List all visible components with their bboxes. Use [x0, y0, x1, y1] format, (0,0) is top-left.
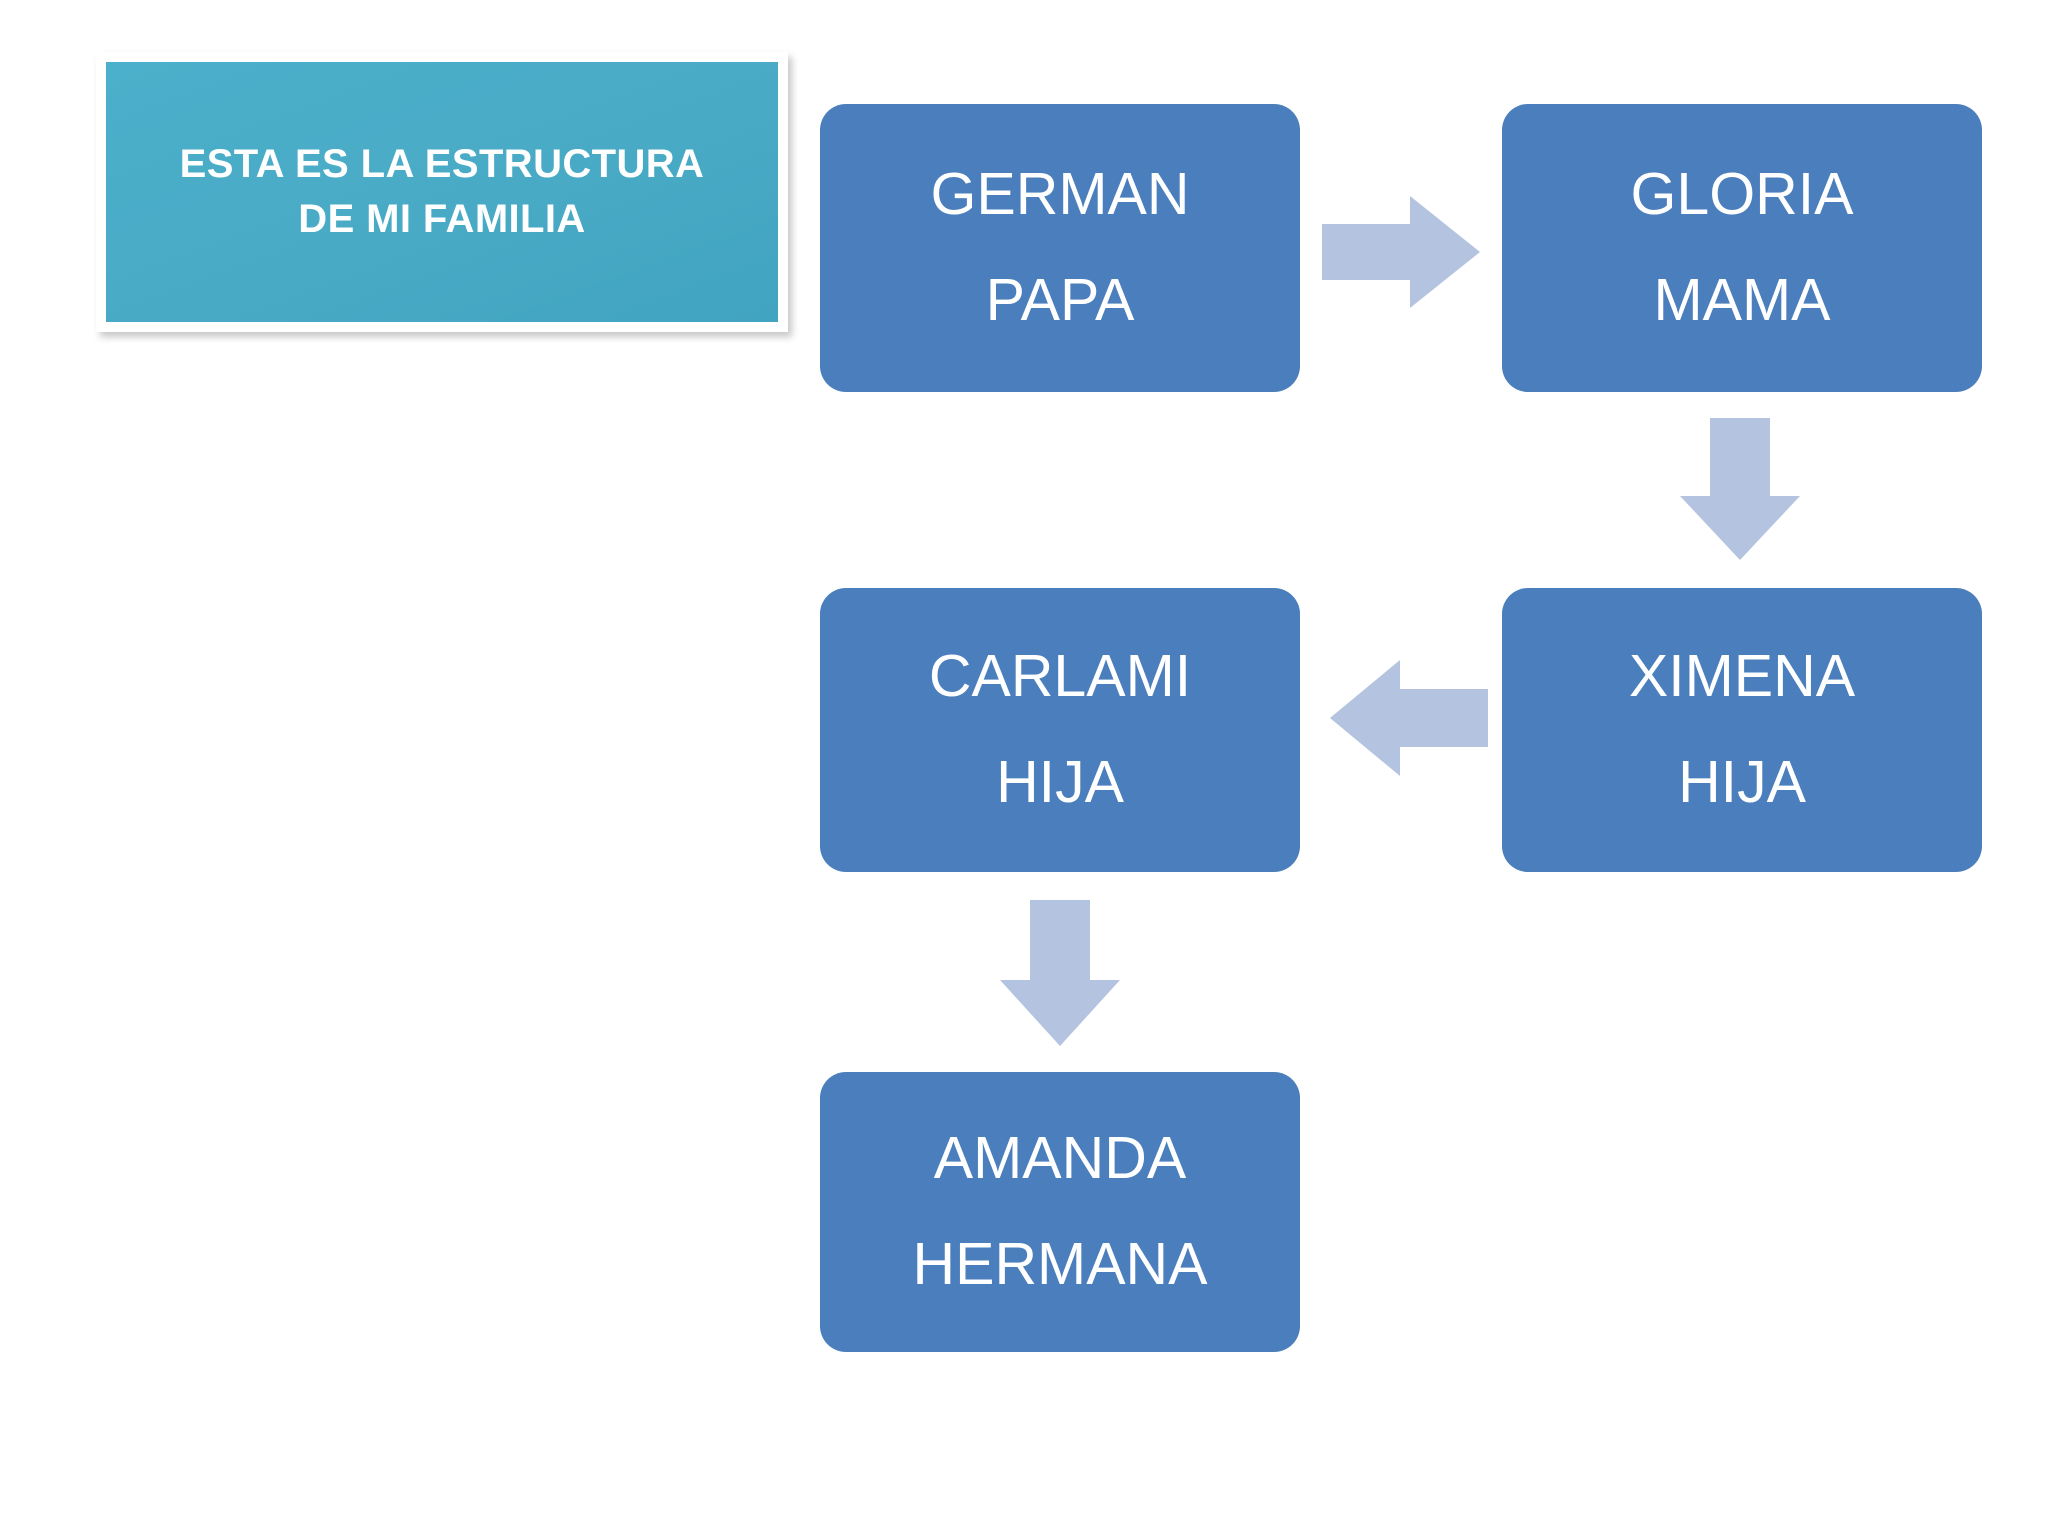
node-gloria-role: MAMA [1653, 267, 1831, 333]
node-amanda-name: AMANDA [933, 1125, 1187, 1192]
node-amanda[interactable]: AMANDA HERMANA [820, 1072, 1300, 1352]
title-callout-body: ESTA ES LA ESTRUCTURA DE MI FAMILIA [106, 62, 778, 322]
node-carlami[interactable]: CARLAMI HIJA [820, 588, 1300, 872]
arrow-down-icon-carlami-to-amanda [1000, 900, 1120, 1046]
title-line-2: DE MI FAMILIA [298, 197, 586, 241]
title-line-1: ESTA ES LA ESTRUCTURA [179, 141, 705, 186]
node-ximena-name: XIMENA [1628, 643, 1856, 710]
node-ximena-role: HIJA [1678, 749, 1806, 815]
arrow-right-icon-german-to-gloria [1322, 196, 1480, 308]
title-callout[interactable]: ESTA ES LA ESTRUCTURA DE MI FAMILIA [96, 52, 788, 332]
arrow-left-icon-ximena-to-carlami [1330, 660, 1488, 776]
arrow-down-icon-gloria-to-ximena [1680, 418, 1800, 560]
node-german[interactable]: GERMAN PAPA [820, 104, 1300, 392]
node-gloria-name: GLORIA [1630, 161, 1854, 228]
node-carlami-role: HIJA [996, 749, 1124, 815]
node-gloria[interactable]: GLORIA MAMA [1502, 104, 1982, 392]
node-german-role: PAPA [985, 267, 1135, 333]
node-ximena[interactable]: XIMENA HIJA [1502, 588, 1982, 872]
node-german-name: GERMAN [930, 161, 1190, 228]
node-carlami-name: CARLAMI [928, 643, 1192, 710]
node-amanda-role: HERMANA [912, 1231, 1208, 1297]
